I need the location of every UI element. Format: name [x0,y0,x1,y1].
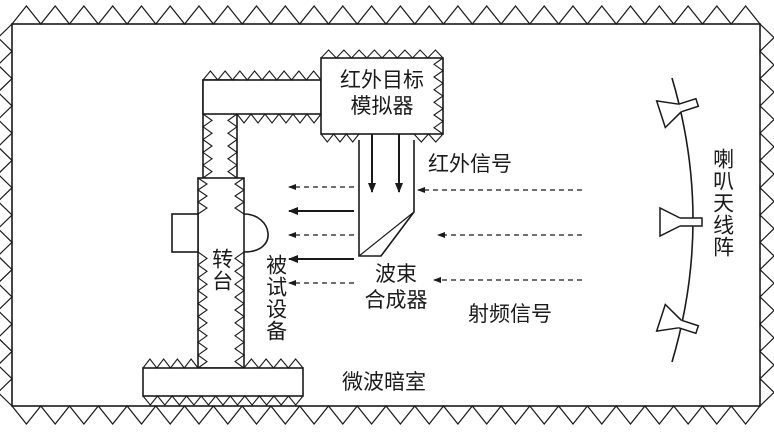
absorber-sawtooth [320,133,360,143]
beam-combiner-label: 波束 合成器 [354,262,438,313]
chamber-absorber-teeth [0,5,774,425]
absorber-sawtooth [234,177,245,215]
turntable-top-arm [202,79,322,115]
ir-simulator-label-line1: 红外目标 [340,68,424,92]
ir-simulator-label: 红外目标 模拟器 [331,68,433,119]
absorber-sawtooth [197,177,208,215]
absorber-sawtooth [142,395,304,406]
beam-combiner-label-line1: 波束 [375,262,417,286]
absorber-sawtooth [243,358,304,369]
absorber-sawtooth [759,23,774,407]
beam-combiner-label-line2: 合成器 [364,287,428,312]
turntable-structure [142,79,322,397]
turntable-base [142,367,304,397]
horn-antenna-middle [659,206,703,238]
device-under-test-label: 被试设备 [263,254,288,342]
absorber-sawtooth [202,113,213,179]
absorber-sawtooth [202,70,322,81]
structure-absorber-teeth [142,70,322,406]
rf-signal-label: 射频信号 [468,302,552,326]
absorber-sawtooth [234,251,245,369]
absorber-sawtooth [227,113,238,179]
absorber-sawtooth [433,57,444,135]
ir-signal-label: 红外信号 [428,152,512,176]
absorber-sawtooth [236,113,322,124]
anechoic-chamber-label: 微波暗室 [342,370,426,394]
horn-antenna-bottom [655,303,700,335]
horn-antenna-top [655,97,700,129]
device-dome [243,213,269,253]
absorber-sawtooth [413,133,444,143]
horn-array-label: 喇叭天线阵 [710,148,735,258]
absorber-sawtooth [0,23,13,407]
beam-combiner-face [358,211,415,257]
ir-simulator-box [320,57,444,135]
turntable-label: 转台 [209,248,234,292]
beam-combiner-plate [358,140,415,257]
absorber-sawtooth [11,5,761,25]
device-mount-plate [171,213,199,253]
absorber-sawtooth [142,358,199,369]
ir-simulator-absorber-teeth [320,49,444,143]
absorber-sawtooth [197,251,208,369]
absorber-sawtooth [11,405,761,425]
ir-simulator-label-line2: 模拟器 [350,93,414,118]
absorber-sawtooth [320,49,444,59]
